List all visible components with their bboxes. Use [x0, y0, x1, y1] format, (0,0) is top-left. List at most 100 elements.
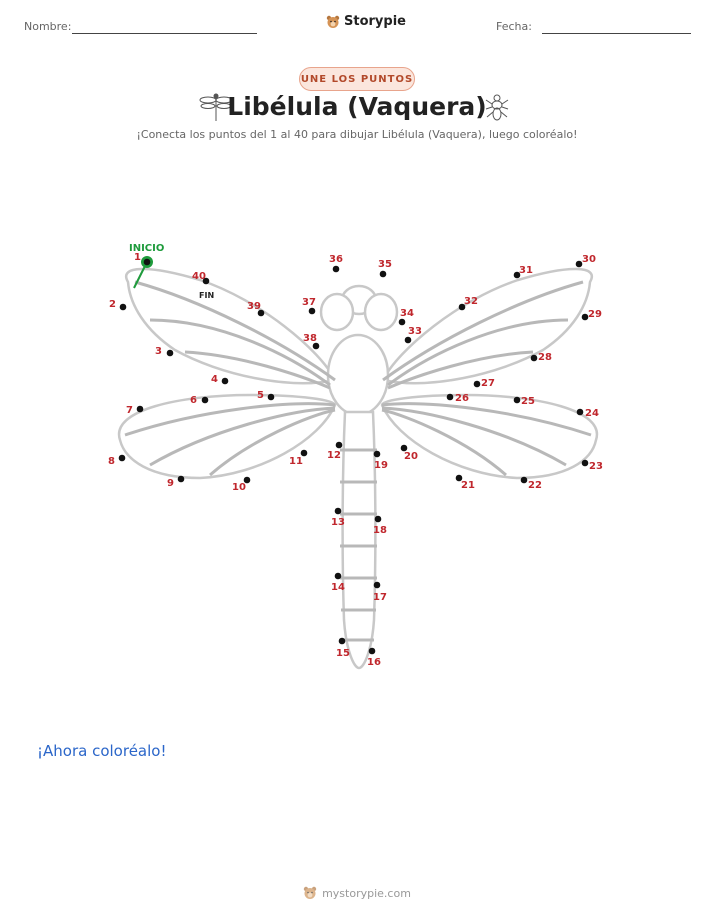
dot-number-18: 18 [373, 525, 387, 536]
page-title: Libélula (Vaquera) [227, 92, 487, 121]
bear-logo-icon [303, 886, 317, 899]
end-label: FIN [199, 291, 214, 300]
dot-number-12: 12 [327, 450, 341, 461]
brand-logo: Storypie [326, 14, 406, 29]
dot-15[interactable] [338, 637, 346, 645]
dot-number-34: 34 [400, 308, 414, 319]
bear-logo-icon [326, 15, 340, 28]
dot-16[interactable] [368, 647, 376, 655]
site-footer: mystorypie.com [0, 886, 714, 900]
dot-number-38: 38 [303, 333, 317, 344]
dot-11[interactable] [300, 449, 308, 457]
dot-number-39: 39 [247, 301, 261, 312]
dragonfly-outline [117, 267, 599, 670]
date-line[interactable] [542, 33, 691, 34]
dot-number-7: 7 [126, 405, 133, 416]
dot-number-25: 25 [521, 396, 535, 407]
dot-number-2: 2 [109, 299, 116, 310]
dot-number-13: 13 [331, 517, 345, 528]
dot-number-21: 21 [461, 480, 475, 491]
dot-number-31: 31 [519, 265, 533, 276]
dot-24[interactable] [576, 408, 584, 416]
dot-30[interactable] [575, 260, 583, 268]
dot-38[interactable] [312, 342, 320, 350]
name-line[interactable] [72, 33, 257, 34]
dot-35[interactable] [379, 270, 387, 278]
dot-27[interactable] [473, 380, 481, 388]
dot-3[interactable] [166, 349, 174, 357]
start-label: INICIO [129, 243, 164, 254]
dot-number-6: 6 [190, 395, 197, 406]
dot-13[interactable] [334, 507, 342, 515]
dot-8[interactable] [118, 454, 126, 462]
dot-40[interactable] [202, 277, 210, 285]
dot-2[interactable] [119, 303, 127, 311]
dot-number-24: 24 [585, 408, 599, 419]
dot-1[interactable] [143, 258, 151, 266]
dot-7[interactable] [136, 405, 144, 413]
dot-number-30: 30 [582, 254, 596, 265]
dot-26[interactable] [446, 393, 454, 401]
dot-39[interactable] [257, 309, 265, 317]
dot-number-14: 14 [331, 582, 345, 593]
dot-10[interactable] [243, 476, 251, 484]
dot-25[interactable] [513, 396, 521, 404]
dot-12[interactable] [335, 441, 343, 449]
dot-17[interactable] [373, 581, 381, 589]
dot-number-15: 15 [336, 648, 350, 659]
dot-number-26: 26 [455, 393, 469, 404]
wing-veins [124, 280, 592, 642]
dot-37[interactable] [308, 307, 316, 315]
dot-21[interactable] [455, 474, 463, 482]
dot-number-33: 33 [408, 326, 422, 337]
dot-number-5: 5 [257, 390, 264, 401]
dot-34[interactable] [398, 318, 406, 326]
instructions: ¡Conecta los puntos del 1 al 40 para dib… [136, 128, 578, 141]
dot-32[interactable] [458, 303, 466, 311]
dot-number-22: 22 [528, 480, 542, 491]
dot-9[interactable] [177, 475, 185, 483]
dot-number-16: 16 [367, 657, 381, 668]
dot-number-29: 29 [588, 309, 602, 320]
dragonfly-icon [199, 93, 233, 121]
dot-29[interactable] [581, 313, 589, 321]
dot-33[interactable] [404, 336, 412, 344]
dot-19[interactable] [373, 450, 381, 458]
dot-22[interactable] [520, 476, 528, 484]
dot-5[interactable] [267, 393, 275, 401]
date-label: Fecha: [496, 20, 532, 33]
dot-number-3: 3 [155, 346, 162, 357]
dot-number-4: 4 [211, 374, 218, 385]
name-label: Nombre: [24, 20, 72, 33]
insect-icon [485, 94, 509, 121]
dot-number-35: 35 [378, 259, 392, 270]
dot-number-1: 1 [134, 252, 141, 263]
dot-6[interactable] [201, 396, 209, 404]
dot-31[interactable] [513, 271, 521, 279]
dot-number-9: 9 [167, 478, 174, 489]
dot-number-17: 17 [373, 592, 387, 603]
dot-number-36: 36 [329, 254, 343, 265]
dot-number-23: 23 [589, 461, 603, 472]
dot-number-28: 28 [538, 352, 552, 363]
dot-14[interactable] [334, 572, 342, 580]
dot-28[interactable] [530, 354, 538, 362]
brand-name: Storypie [344, 14, 406, 29]
dot-number-11: 11 [289, 456, 303, 467]
dot-number-27: 27 [481, 378, 495, 389]
site-url[interactable]: mystorypie.com [322, 886, 411, 900]
dot-number-37: 37 [302, 297, 316, 308]
dot-number-10: 10 [232, 482, 246, 493]
dot-20[interactable] [400, 444, 408, 452]
dot-18[interactable] [374, 515, 382, 523]
activity-badge: UNE LOS PUNTOS [299, 67, 415, 91]
dot-36[interactable] [332, 265, 340, 273]
dot-number-32: 32 [464, 296, 478, 307]
dot-number-20: 20 [404, 451, 418, 462]
dot-23[interactable] [581, 459, 589, 467]
dot-number-19: 19 [374, 460, 388, 471]
dot-number-40: 40 [192, 271, 206, 282]
dot-4[interactable] [221, 377, 229, 385]
